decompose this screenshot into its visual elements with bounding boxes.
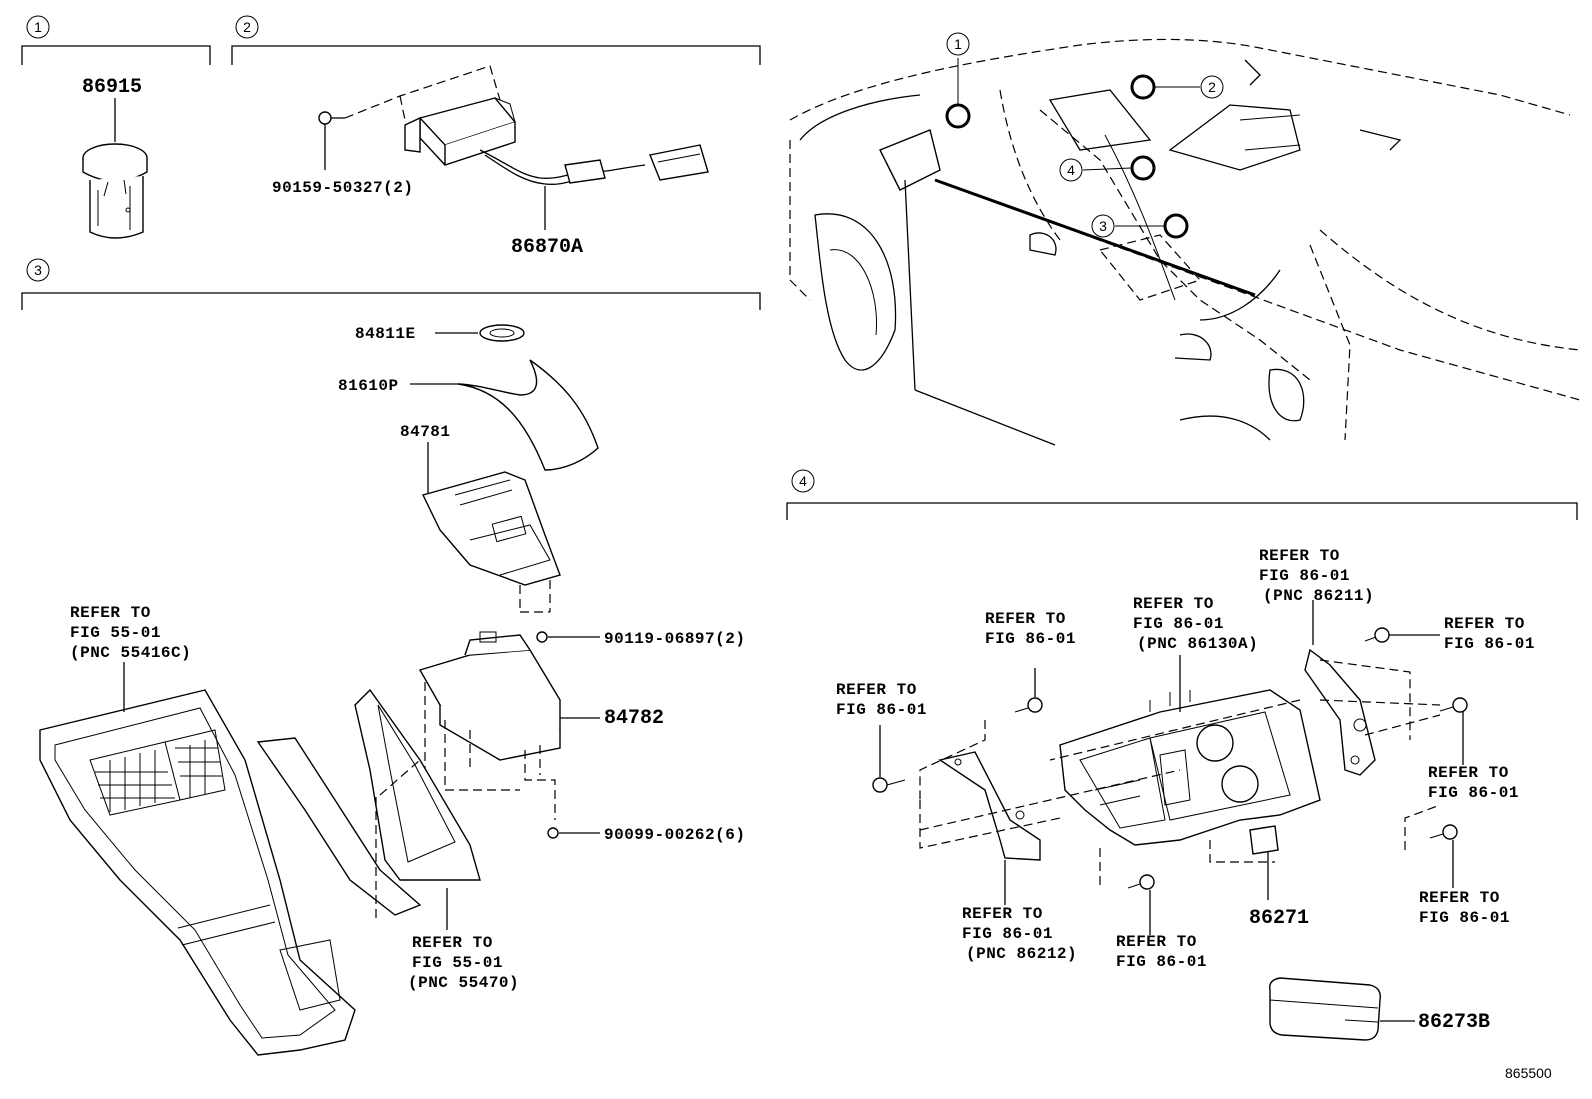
part-90119-drawing: 90119-06897(2) <box>536 630 745 648</box>
section-3-number: 3 <box>34 262 42 278</box>
part-label-90099-00262: 90099-00262(6) <box>604 826 745 844</box>
ref-55416c-line2: FIG 55-01 <box>70 624 161 642</box>
ref-86212-line2: FIG 86-01 <box>962 925 1053 943</box>
ref-55416c-line3: (PNC 55416C) <box>70 644 191 662</box>
section-4-header: 4 <box>786 469 1578 520</box>
ref-fig-b-line2: FIG 86-01 <box>836 701 927 719</box>
ref-86212-line3: (PNC 86212) <box>966 945 1077 963</box>
ref-55470-line2: FIG 55-01 <box>412 954 503 972</box>
console-drawing: REFER TO FIG 55-01 (PNC 55416C) <box>39 604 356 1056</box>
ref-fig-e-line1: REFER TO <box>1419 889 1500 907</box>
ref-fig-f-line2: FIG 86-01 <box>1116 953 1207 971</box>
car-callout-1: 1 <box>954 36 962 52</box>
ref-55470-line3: (PNC 55470) <box>408 974 519 992</box>
vehicle-overview-drawing: 1 2 4 3 <box>789 32 1581 446</box>
part-84781-drawing: 84781 <box>400 423 561 613</box>
ref-55470-line1: REFER TO <box>412 934 493 952</box>
ref-fig-d-line2: FIG 86-01 <box>1428 784 1519 802</box>
part-label-86870A: 86870A <box>511 236 583 259</box>
ref-86211-line2: FIG 86-01 <box>1259 567 1350 585</box>
car-callout-4: 4 <box>1067 162 1075 178</box>
ref-fig-e-line2: FIG 86-01 <box>1419 909 1510 927</box>
ref-fig-f-line1: REFER TO <box>1116 933 1197 951</box>
ref-86211-line3: (PNC 86211) <box>1263 587 1374 605</box>
part-label-84811E: 84811E <box>355 325 416 343</box>
car-callout-3: 3 <box>1099 218 1107 234</box>
section-1-number: 1 <box>34 19 42 35</box>
part-84782-drawing: 84782 <box>418 631 664 820</box>
part-label-84782: 84782 <box>604 707 664 730</box>
ref-fig-c-line2: FIG 86-01 <box>1444 635 1535 653</box>
ref-55416c-line1: REFER TO <box>70 604 151 622</box>
part-label-90119-06897: 90119-06897(2) <box>604 630 745 648</box>
side-panel-drawing: REFER TO FIG 55-01 (PNC 55470) <box>256 688 519 992</box>
car-callout-2: 2 <box>1208 79 1216 95</box>
ref-86211-line1: REFER TO <box>1259 547 1340 565</box>
diagram-code: 865500 <box>1505 1065 1552 1081</box>
section-3-header: 3 <box>21 258 761 310</box>
ref-86212-line1: REFER TO <box>962 905 1043 923</box>
part-86273B-drawing: 86273B <box>1269 977 1490 1041</box>
part-label-86271: 86271 <box>1249 907 1309 930</box>
part-84811E-drawing: 84811E <box>355 324 525 343</box>
part-label-81610P: 81610P <box>338 377 399 395</box>
section-2-header: 2 <box>231 15 761 65</box>
section-2-number: 2 <box>243 19 251 35</box>
part-86870A-drawing: 90159-50327(2) 86870A <box>272 65 709 259</box>
part-label-90159-50327: 90159-50327(2) <box>272 179 413 197</box>
ref-86130a-line1: REFER TO <box>1133 595 1214 613</box>
section-4-drawing: 86271 REFER TO FIG 86- <box>836 547 1535 971</box>
ref-fig-d-line1: REFER TO <box>1428 764 1509 782</box>
ref-86130a-line2: FIG 86-01 <box>1133 615 1224 633</box>
part-label-84781: 84781 <box>400 423 451 441</box>
ref-fig-a-line1: REFER TO <box>985 610 1066 628</box>
part-86915-drawing: 86915 <box>82 76 148 239</box>
ref-fig-b-line1: REFER TO <box>836 681 917 699</box>
section-1-header: 1 <box>21 15 211 65</box>
ref-86130a-line3: (PNC 86130A) <box>1137 635 1258 653</box>
ref-fig-a-line2: FIG 86-01 <box>985 630 1076 648</box>
part-90099-drawing: 90099-00262(6) <box>547 826 745 844</box>
part-label-86915: 86915 <box>82 76 142 99</box>
part-label-86273B: 86273B <box>1418 1011 1490 1034</box>
ref-fig-c-line1: REFER TO <box>1444 615 1525 633</box>
part-81610P-drawing: 81610P <box>338 359 599 471</box>
section-4-number: 4 <box>799 473 807 489</box>
